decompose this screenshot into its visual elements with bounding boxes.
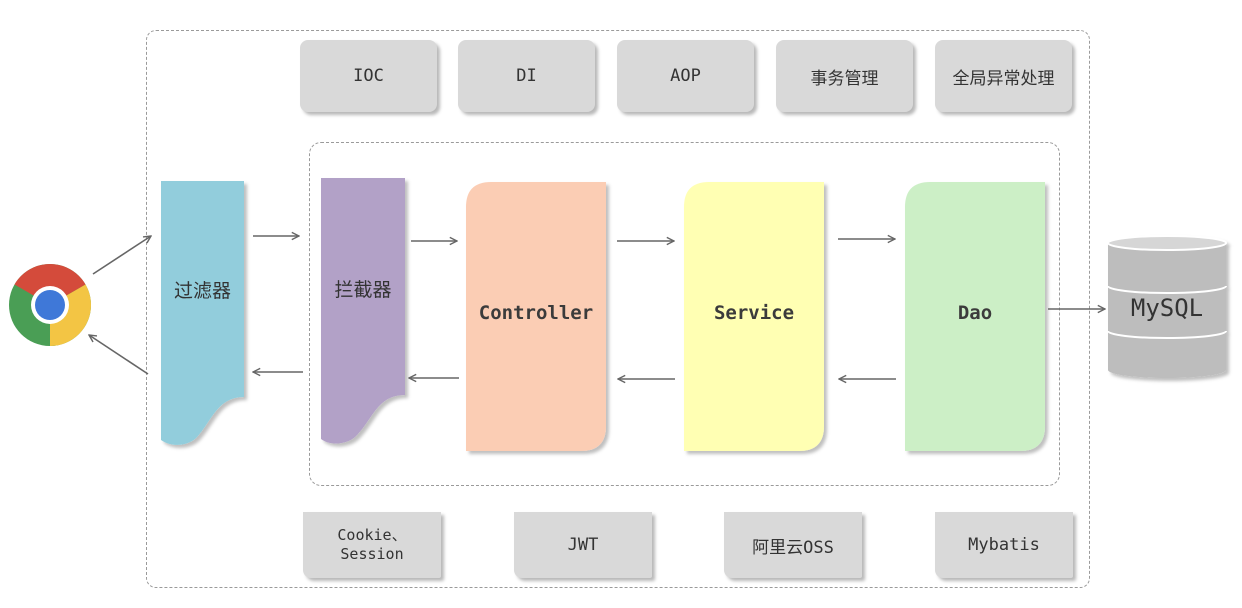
chrome-browser-icon [9,264,91,346]
tool-cookie-session: Cookie、 Session [303,512,441,578]
tool-aliyun-oss-label: 阿里云OSS [752,537,834,558]
mysql-label: MySQL [1130,294,1204,322]
dao-label: Dao [957,302,993,324]
dao-shape [905,182,1045,451]
tool-cookie-label: Cookie、 [337,526,407,544]
inner-container-frame [309,142,1060,486]
feature-transaction-management: 事务管理 [776,40,913,112]
tool-mybatis: Mybatis [935,512,1073,578]
service-shape [684,182,824,451]
tool-aliyun-oss: 阿里云OSS [724,512,862,578]
feature-global-exception-handling: 全局异常处理 [935,40,1072,112]
tool-session-label: Session [340,545,404,563]
interceptor-shape [321,178,405,444]
tool-jwt: JWT [514,512,652,578]
controller-label: Controller [478,302,594,324]
service-label: Service [713,302,795,324]
controller-shape [466,182,606,451]
feature-di: DI [458,40,595,112]
filter-shape [161,181,244,445]
feature-aop: AOP [617,40,754,112]
interceptor-label: 拦截器 [334,279,392,301]
filter-label: 过滤器 [173,280,231,302]
tool-mybatis-label: Mybatis [968,535,1040,555]
tool-jwt-label: JWT [567,535,599,555]
arrow-filter-to-browser [89,335,149,375]
feature-ioc: IOC [300,40,437,112]
arrow-browser-to-filter [92,236,151,275]
mysql-database-icon [1107,235,1227,378]
